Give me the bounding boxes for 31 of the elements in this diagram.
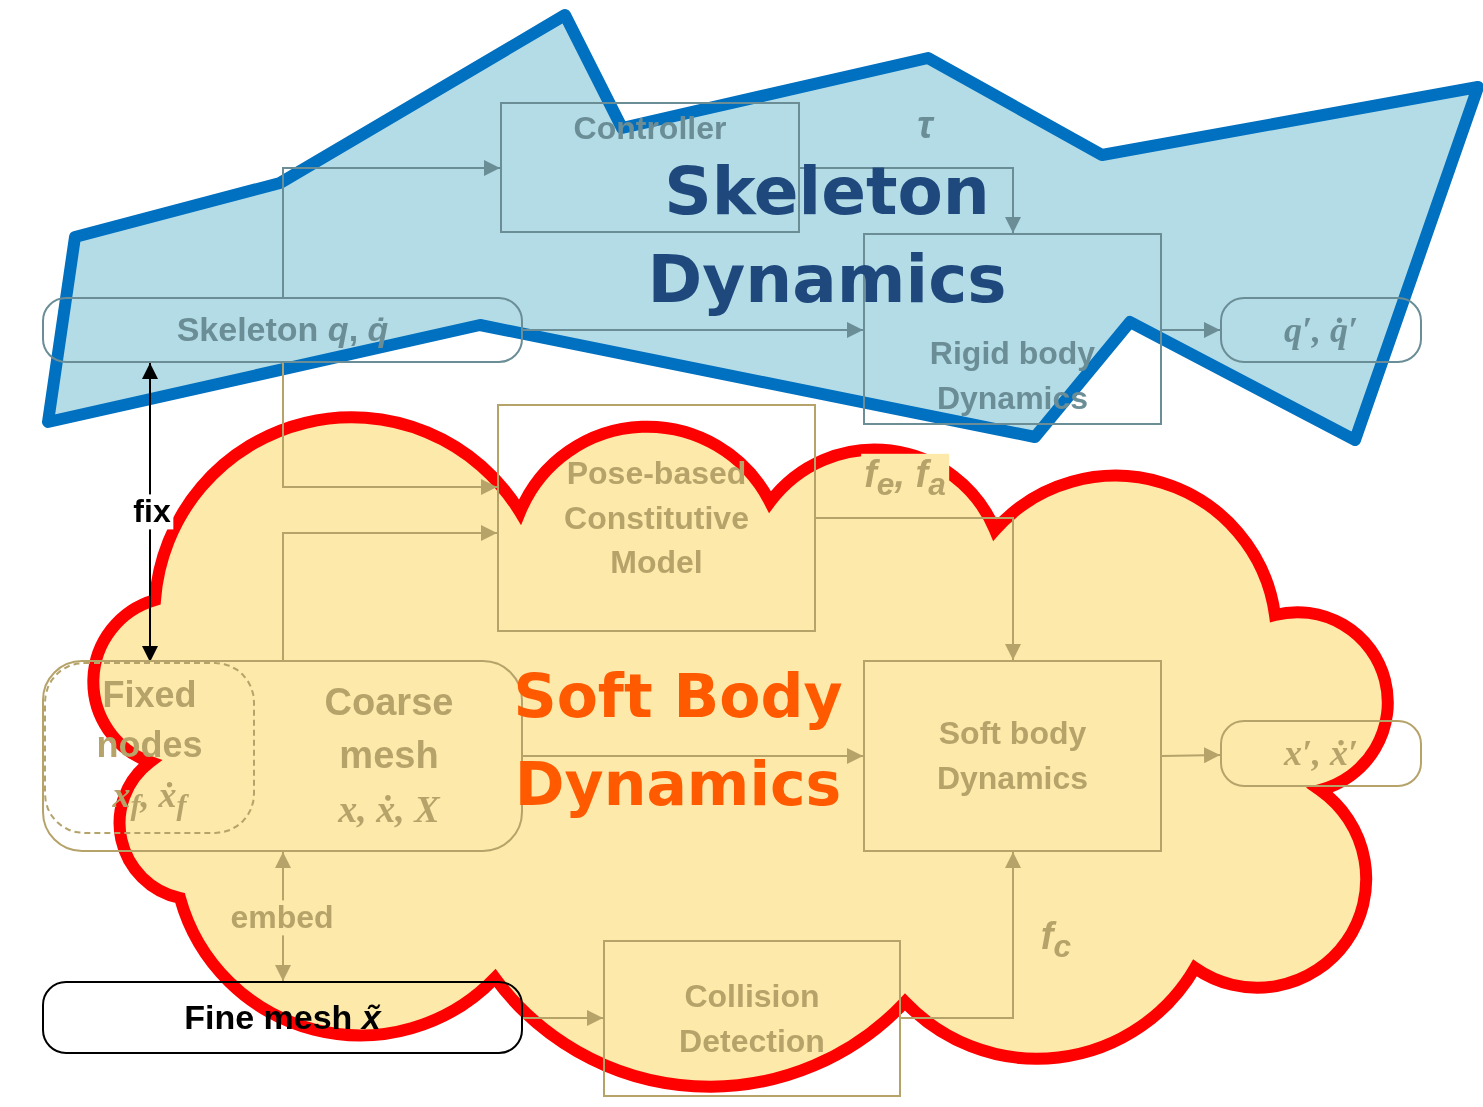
arrow — [815, 517, 1021, 661]
arrow — [1161, 322, 1221, 338]
node-label: Soft body Dynamics — [935, 714, 1090, 798]
process-box — [603, 940, 901, 1097]
arrow — [522, 322, 864, 338]
arrow — [142, 362, 158, 663]
arrow — [282, 160, 501, 298]
arrow — [900, 851, 1021, 1019]
rounded-box — [1220, 720, 1422, 787]
math-label: q′, q̇′ — [1283, 308, 1359, 352]
arrow — [522, 748, 864, 764]
region-title: Skeleton Dynamics — [646, 152, 1008, 320]
arrow — [799, 167, 1021, 234]
process-box — [863, 660, 1162, 852]
rounded-box — [42, 981, 523, 1054]
arrow — [522, 1010, 604, 1026]
node-label: Pose-based Constitutive Model — [563, 453, 750, 583]
arrow — [1161, 747, 1221, 764]
node-label: Skeleton q, q̇ — [176, 309, 389, 351]
rounded-box — [1220, 297, 1422, 363]
math-label: x′, ẋ′ — [1283, 732, 1359, 776]
arrow — [282, 362, 498, 495]
dashed-box — [44, 662, 255, 834]
region-title: Soft Body Dynamics — [512, 660, 844, 821]
process-box — [497, 404, 816, 632]
node-label: Collision Detection — [678, 976, 826, 1061]
edge-label: fix — [130, 494, 174, 530]
node-label: Controller — [573, 109, 727, 148]
arrow — [282, 525, 498, 661]
rounded-box — [42, 297, 523, 363]
math-label: x, ẋ, X — [338, 786, 440, 832]
